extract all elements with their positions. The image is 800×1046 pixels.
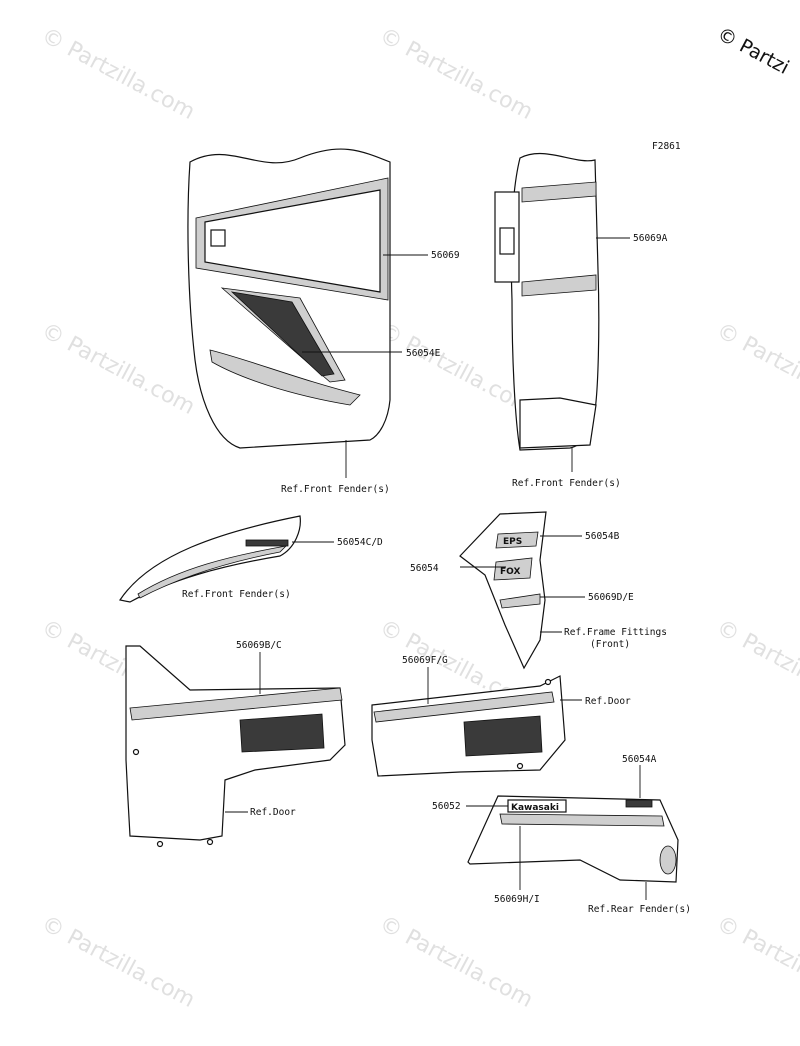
watermark: © Partzilla.com <box>712 318 800 420</box>
watermarks: © Partzilla.com © Partzilla.com © Partzi… <box>37 23 800 1013</box>
ref-rear-fender: Ref.Rear Fender(s) <box>588 904 691 915</box>
clip-icon <box>499 227 515 255</box>
watermark: © Partzilla.com <box>37 911 199 1013</box>
watermark: © Partzilla.com <box>37 23 199 125</box>
callout-56054B: 56054B <box>585 531 620 542</box>
bolt-icon <box>156 840 164 848</box>
ref-frame-fittings: Ref.Frame Fittings <box>564 627 667 638</box>
ref-frame-fittings-front: (Front) <box>590 639 630 650</box>
eps-decal-text: EPS <box>503 537 522 547</box>
taillight <box>659 845 677 875</box>
callout-56054: 56054 <box>410 563 439 574</box>
frame-fitting-panel: EPS FOX <box>459 511 585 670</box>
bolt-icon <box>132 748 140 756</box>
watermark: © Partzilla.com <box>37 318 199 420</box>
bracket <box>494 191 520 283</box>
door-right <box>371 667 582 777</box>
side-panel-narrow <box>494 153 630 472</box>
callout-56069DE: 56069D/E <box>588 592 634 603</box>
figure-code: F2861 <box>652 141 681 152</box>
watermark: © Partzilla.com <box>375 23 537 125</box>
decal-strip <box>245 539 289 547</box>
watermark: © Partzilla.com <box>712 615 800 717</box>
bolt-icon <box>516 762 524 770</box>
callout-56054A: 56054A <box>622 754 657 765</box>
door-left <box>125 645 346 848</box>
ref-front-fender-1: Ref.Front Fender(s) <box>281 484 390 495</box>
ref-door-1: Ref.Door <box>250 807 296 818</box>
callout-56069A: 56069A <box>633 233 668 244</box>
fox-decal-text: FOX <box>500 567 520 577</box>
model-decal <box>625 799 653 808</box>
callout-56069HI: 56069H/I <box>494 894 540 905</box>
callout-56069FG: 56069F/G <box>402 655 448 666</box>
kawasaki-decal-text: Kawasaki <box>511 803 559 813</box>
bolt-icon <box>544 678 552 686</box>
ref-front-fender-3: Ref.Front Fender(s) <box>182 589 291 600</box>
bolt-icon <box>206 838 214 846</box>
callout-56069: 56069 <box>431 250 460 261</box>
callout-56054E: 56054E <box>406 348 441 359</box>
watermark: © Partzilla.com <box>712 911 800 1013</box>
callout-56069BC: 56069B/C <box>236 640 282 651</box>
fender-decal <box>119 515 334 603</box>
ref-front-fender-2: Ref.Front Fender(s) <box>512 478 621 489</box>
watermark: © Partzilla.com <box>375 911 537 1013</box>
callout-56052: 56052 <box>432 801 461 812</box>
side-panel-front <box>187 148 428 478</box>
ref-door-2: Ref.Door <box>585 696 631 707</box>
callout-56054CD: 56054C/D <box>337 537 383 548</box>
k-logo-icon <box>210 229 226 247</box>
watermark-top-corner: © Partzi <box>714 23 793 79</box>
rear-fender: Kawasaki <box>466 765 679 900</box>
